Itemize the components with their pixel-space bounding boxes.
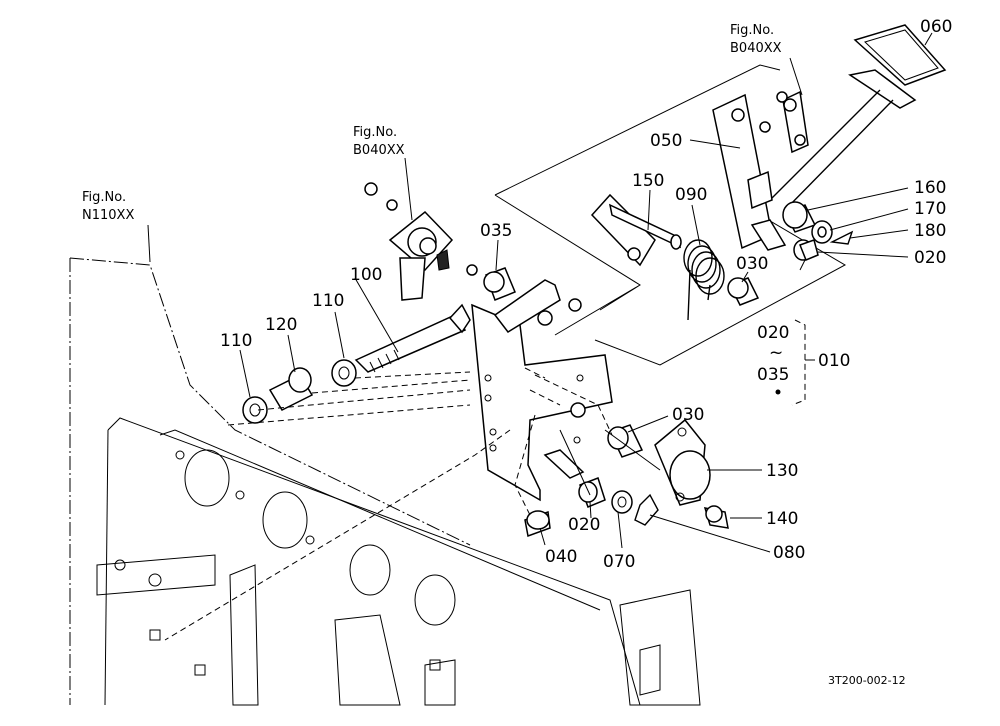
pedal-sensor <box>364 182 478 301</box>
bolt-120 <box>268 367 314 411</box>
clip-pin-080 <box>634 493 659 526</box>
part-label-080: 080 <box>773 543 805 563</box>
fig-ref-mid-line1: Fig.No. <box>353 125 397 140</box>
mounting-plate <box>471 279 613 502</box>
bushing-035 <box>483 267 516 301</box>
pedal-arm-050 <box>712 93 787 251</box>
part-label-160: 160 <box>914 178 946 198</box>
bracket-130 <box>654 418 711 506</box>
range-bracket <box>791 319 806 406</box>
pedal-060 <box>769 24 947 211</box>
part-label-035: 035 <box>480 221 512 241</box>
bolt-040 <box>524 510 551 538</box>
part-label-110-left: 110 <box>220 331 252 351</box>
bracket-150 <box>590 193 682 267</box>
nut-110-right <box>331 359 357 387</box>
nut-110-left <box>242 396 268 424</box>
part-label-030-top: 030 <box>736 254 768 274</box>
pin-100 <box>354 303 471 373</box>
fig-ref-top-line1: Fig.No. <box>730 23 774 38</box>
part-label-060: 060 <box>920 17 952 37</box>
part-label-120: 120 <box>265 315 297 335</box>
range-to: 035 <box>757 365 789 385</box>
assembly-outline <box>494 64 847 366</box>
part-label-030-lower: 030 <box>672 405 704 425</box>
bolt-140 <box>703 505 729 529</box>
part-label-010: 010 <box>818 351 850 371</box>
part-label-020-lower: 020 <box>568 515 600 535</box>
leader-lines <box>147 32 933 553</box>
frame-holes <box>114 449 456 676</box>
part-label-020-top: 020 <box>914 248 946 268</box>
bushing-030-lower <box>607 424 644 458</box>
fig-ref-top-line2: B040XX <box>730 41 782 56</box>
part-label-100: 100 <box>350 265 382 285</box>
part-label-090: 090 <box>675 185 707 205</box>
part-label-150: 150 <box>632 171 664 191</box>
part-label-070: 070 <box>603 552 635 572</box>
washer-070 <box>611 490 633 514</box>
frame-outline <box>69 257 701 706</box>
range-dot <box>775 389 781 395</box>
part-label-050: 050 <box>650 131 682 151</box>
fig-ref-left-line1: Fig.No. <box>82 190 126 205</box>
part-label-140: 140 <box>766 509 798 529</box>
bushing-020-lower <box>578 477 606 508</box>
bushing-020-top <box>793 239 819 261</box>
washer-170-hole <box>817 226 827 238</box>
diagram-code: 3T200-002-12 <box>828 674 906 687</box>
fig-ref-left-line2: N110XX <box>82 208 134 223</box>
hidden-lines <box>164 367 661 641</box>
part-label-170: 170 <box>914 199 946 219</box>
clip-180 <box>829 230 854 245</box>
bushing-030-top <box>727 277 760 306</box>
part-label-130: 130 <box>766 461 798 481</box>
fig-ref-mid-line2: B040XX <box>353 143 405 158</box>
part-label-180: 180 <box>914 221 946 241</box>
link-plate <box>759 90 809 154</box>
part-label-110-right: 110 <box>312 291 344 311</box>
range-from: 020 <box>757 323 789 343</box>
spring-090 <box>683 239 725 321</box>
range-tilde: ~ <box>769 343 783 363</box>
bushing-160 <box>782 201 817 233</box>
part-label-040: 040 <box>545 547 577 567</box>
